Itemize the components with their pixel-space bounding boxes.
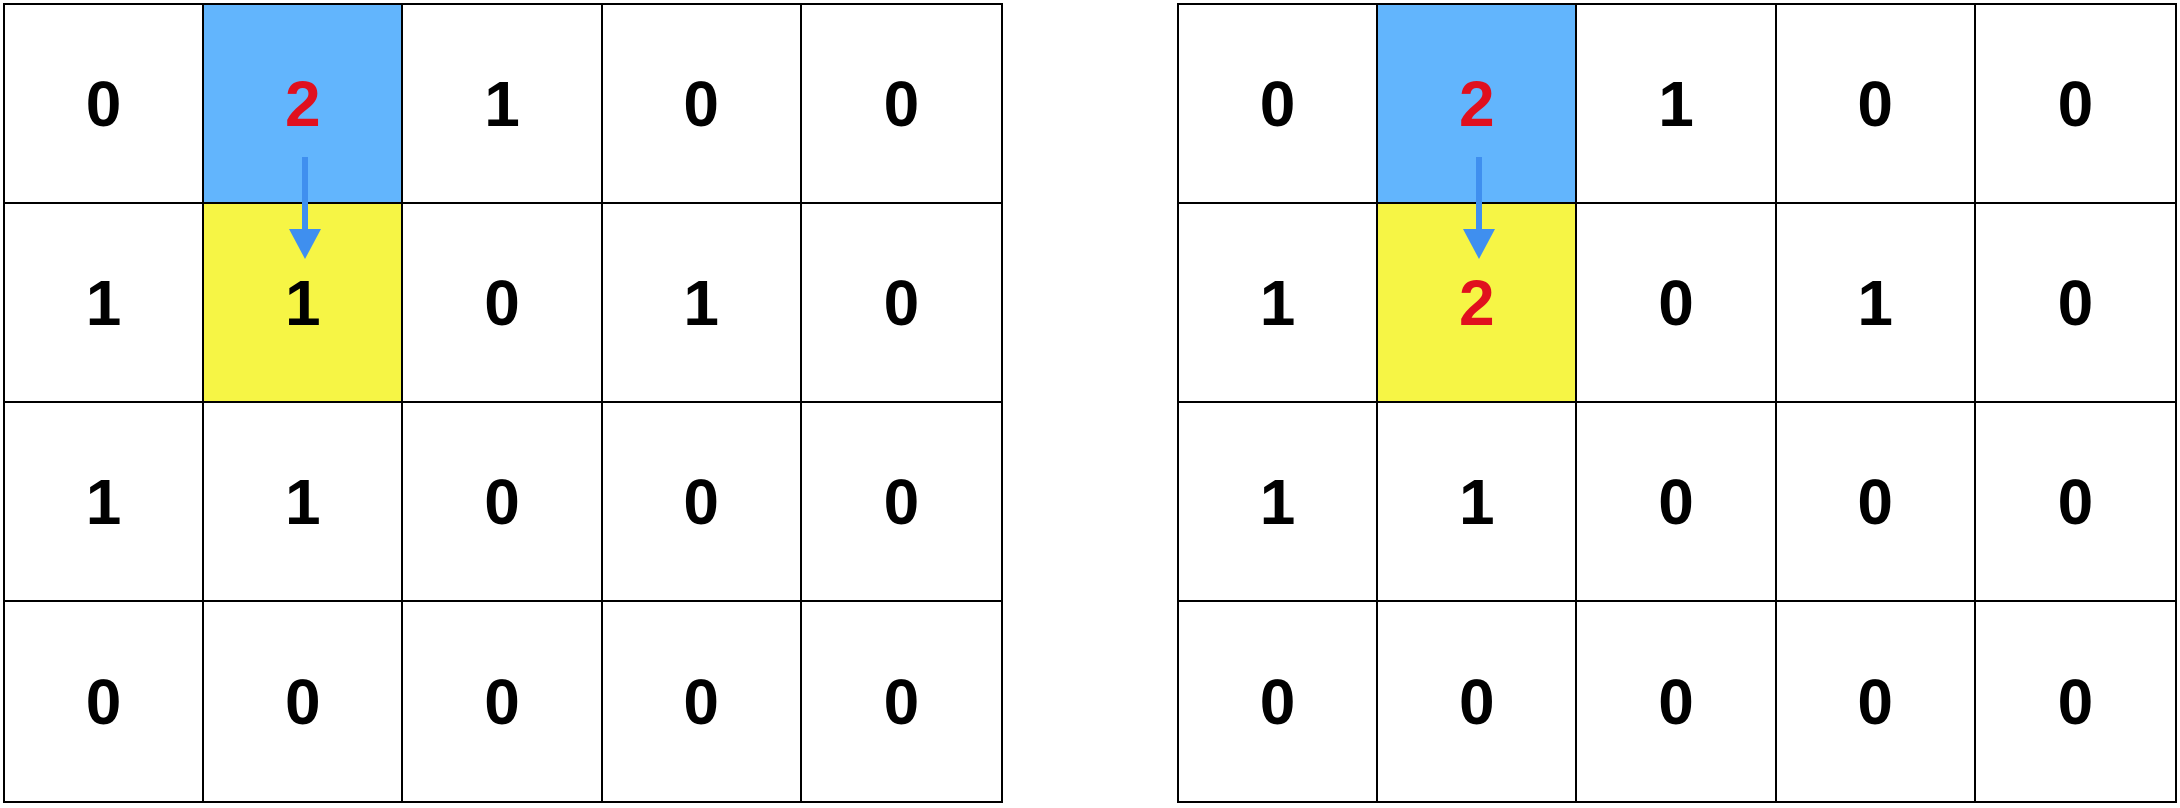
grid-cell-r1-c2: 0	[403, 204, 603, 403]
grid-cell-r2-c0: 1	[1179, 403, 1379, 602]
grid-cell-r2-c2: 0	[1577, 403, 1777, 602]
grid-cell-r0-c4: 0	[1975, 5, 2175, 204]
grid-cell-r0-c0: 0	[1179, 5, 1379, 204]
grid-cell-r3-c0: 0	[1179, 602, 1379, 801]
grid-cell-r3-c4: 0	[2057, 665, 2094, 738]
grid-cell-r2-c1: 1	[1378, 403, 1578, 602]
grid-cell-r1-c0: 1	[1179, 204, 1379, 403]
grid-cell-r2-c2: 0	[403, 403, 603, 602]
grid-cell-r1-c0: 1	[5, 204, 205, 403]
grid-cell-r0-c2: 1	[403, 5, 603, 204]
grid-cell-r1-c1: 1	[204, 204, 404, 403]
grid-cell-r2-c4: 0	[801, 403, 1001, 602]
grid-cell-r1-c1: 2	[1378, 204, 1578, 403]
grid-cell-r0-c0: 0	[5, 5, 205, 204]
grid-cell-r2-c3: 0	[1776, 403, 1976, 602]
grid-cell-r0-c3: 0	[602, 5, 802, 204]
grid-cell-r2-c1: 1	[204, 403, 404, 602]
grid-cell-r3-c4: 0	[883, 665, 920, 738]
grid-cell-r0-c1: 2	[204, 5, 404, 204]
grid-cell-r1-c4: 0	[1975, 204, 2175, 403]
grid-cell-r3-c0: 0	[5, 602, 205, 801]
grid-cell-r0-c4: 0	[801, 5, 1001, 204]
grid-cell-r3-c2: 0	[1577, 602, 1777, 801]
grid-cell-r3-c1: 0	[1378, 602, 1578, 801]
grid-cell-r2-c4: 0	[1975, 403, 2175, 602]
grid-cell-r1-c2: 0	[1577, 204, 1777, 403]
grid-cell-r3-c3: 0	[603, 602, 802, 801]
grid-cell-r1-c4: 0	[801, 204, 1001, 403]
grid-cell-r2-c0: 1	[5, 403, 205, 602]
grid-cell-r2-c3: 0	[602, 403, 802, 602]
grid-cell-r0-c3: 0	[1776, 5, 1976, 204]
grid-cell-r0-c1: 2	[1378, 5, 1578, 204]
grid-cell-r3-c1: 0	[204, 602, 404, 801]
grid-cell-r0-c2: 1	[1577, 5, 1777, 204]
grid-cell-r1-c3: 1	[602, 204, 802, 403]
grid-cell-r1-c3: 1	[1776, 204, 1976, 403]
grid-cell-r3-c3: 0	[1777, 602, 1976, 801]
grid-cell-r3-c2: 0	[403, 602, 603, 801]
